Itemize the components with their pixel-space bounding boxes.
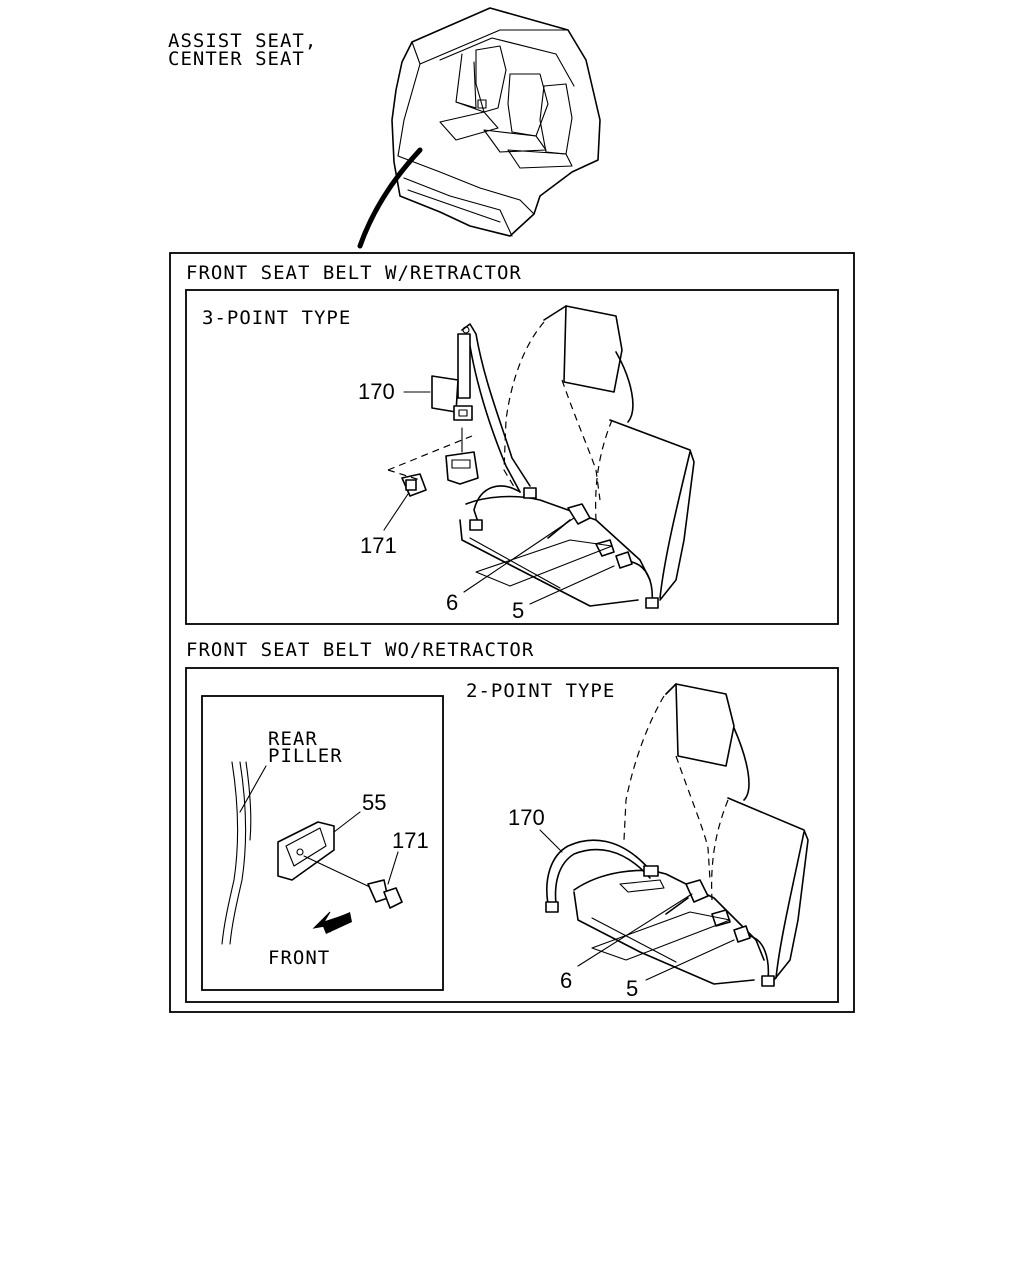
leader-curve: [357, 147, 423, 249]
outer-frame: [169, 252, 855, 1013]
callout-5-3pt: 5: [512, 598, 524, 623]
rear-pillar-detail: REAR PILLER 55 171 FRONT: [221, 728, 429, 969]
inset-label-rear: REAR: [268, 728, 318, 750]
panel-title-3-point: 3-POINT TYPE: [202, 307, 351, 329]
callout-6-3pt: 6: [446, 590, 458, 615]
callout-170-3pt: 170: [358, 379, 395, 404]
seat-illustration-3-point: [387, 305, 695, 609]
section-title-without-retractor: FRONT SEAT BELT WO/RETRACTOR: [186, 639, 534, 661]
callout-171-inset: 171: [392, 828, 429, 853]
leader-5-3pt: [529, 565, 615, 605]
callout-55-inset: 55: [362, 790, 386, 815]
front-direction-label: FRONT: [268, 947, 330, 969]
callout-170-2pt: 170: [508, 805, 545, 830]
seat-illustration-2-point: [545, 683, 809, 987]
leader-5-2pt: [645, 939, 735, 981]
cab-overview-illustration: ASSIST SEAT, CENTER SEAT: [168, 7, 601, 249]
callout-171-3pt: 171: [360, 533, 397, 558]
leader-170-2pt: [539, 829, 563, 853]
section-title-with-retractor: FRONT SEAT BELT W/RETRACTOR: [186, 262, 522, 284]
overview-label-line2: CENTER SEAT: [168, 48, 305, 70]
leader-6-3pt: [463, 517, 575, 593]
leader-171-3pt: [383, 493, 409, 531]
panel-title-2-point: 2-POINT TYPE: [466, 680, 615, 702]
callout-6-2pt: 6: [560, 968, 572, 993]
inset-label-piller: PILLER: [268, 745, 343, 767]
callout-5-2pt: 5: [626, 976, 638, 1001]
panel-2-point: [185, 667, 839, 1003]
overview-label-line1: ASSIST SEAT,: [168, 30, 317, 52]
panel-3-point: [185, 289, 839, 625]
leader-6-2pt: [577, 893, 693, 967]
rear-pillar-inset: [201, 695, 444, 991]
